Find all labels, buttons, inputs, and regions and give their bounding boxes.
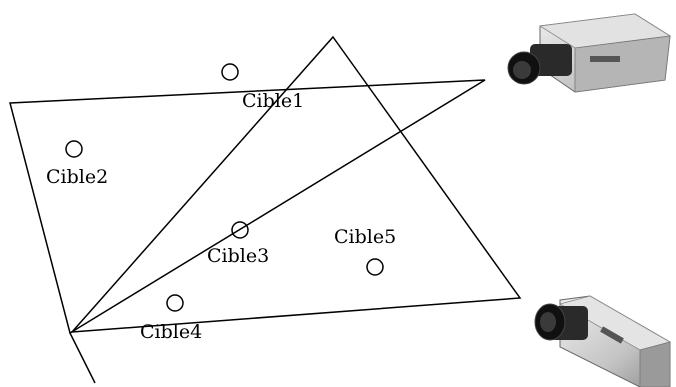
target-5: Cible5 <box>334 226 396 275</box>
target-label: Cible3 <box>207 245 269 267</box>
target-marker <box>66 141 82 157</box>
target-label: Cible5 <box>334 226 396 248</box>
camera1-field-of-view <box>10 80 485 333</box>
target-marker <box>367 259 383 275</box>
target-label: Cible4 <box>140 321 202 343</box>
camera-icon <box>508 14 670 92</box>
target-label: Cible2 <box>46 166 108 188</box>
target-3: Cible3 <box>207 222 269 267</box>
target-label: Cible1 <box>242 90 304 112</box>
target-marker <box>167 295 183 311</box>
camera-icon <box>535 296 670 387</box>
target-marker <box>222 64 238 80</box>
field-edge-line <box>70 333 95 383</box>
target-1: Cible1 <box>222 64 304 112</box>
target-4: Cible4 <box>140 295 202 343</box>
target-2: Cible2 <box>46 141 108 188</box>
